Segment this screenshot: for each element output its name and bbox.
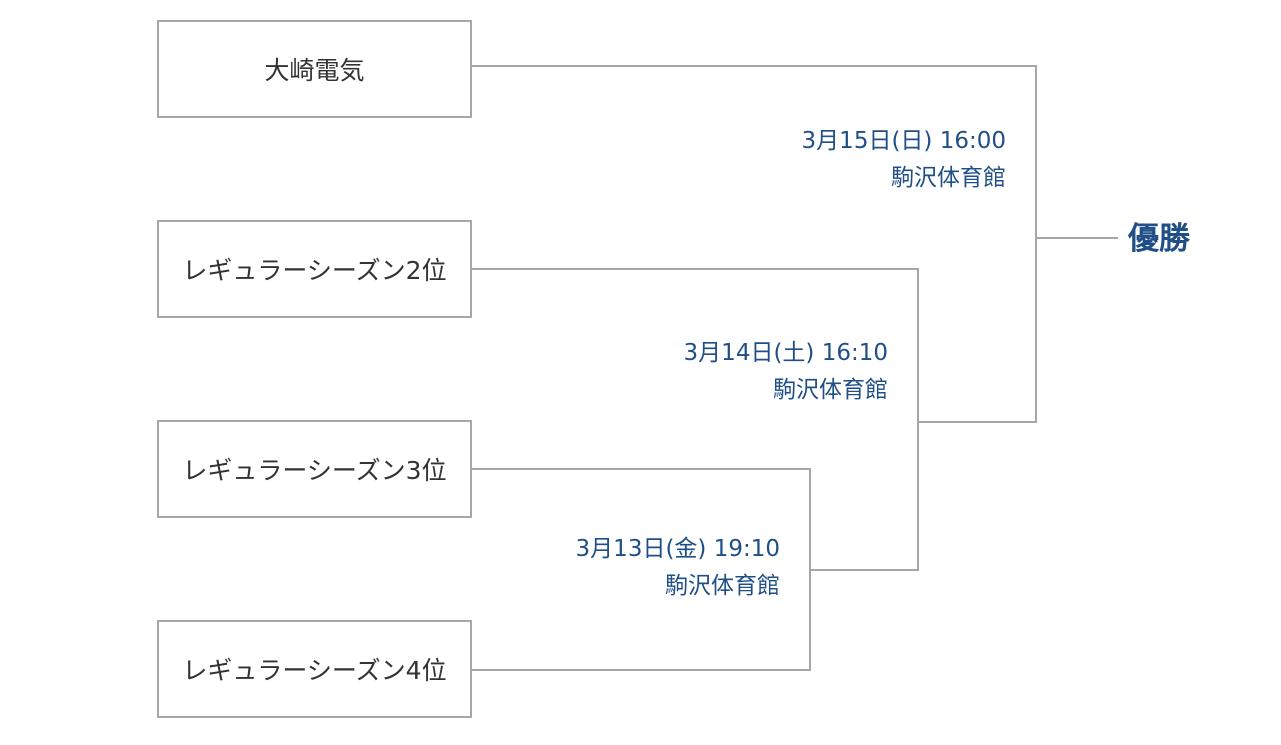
- team-box-seed-3: レギュラーシーズン3位: [157, 420, 472, 518]
- team-box-seed-1: 大崎電気: [157, 20, 472, 118]
- team-name: レギュラーシーズン4位: [182, 656, 447, 685]
- final-connector: [471, 65, 1037, 423]
- team-name: レギュラーシーズン3位: [182, 456, 447, 485]
- match-venue: 駒沢体育館: [773, 377, 888, 403]
- match-venue: 駒沢体育館: [891, 165, 1006, 191]
- match-2-connector: [471, 268, 919, 571]
- champion-label: 優勝: [1128, 221, 1190, 257]
- match-info-final: 3月15日(日) 16:00 駒沢体育館: [802, 123, 1006, 197]
- team-name: レギュラーシーズン2位: [182, 256, 447, 285]
- team-box-seed-4: レギュラーシーズン4位: [157, 620, 472, 718]
- match-info-first-round: 3月13日(金) 19:10 駒沢体育館: [576, 531, 780, 605]
- match-date: 3月14日(土) 16:10: [683, 340, 888, 366]
- match-info-semifinal: 3月14日(土) 16:10 駒沢体育館: [684, 335, 888, 409]
- match-date: 3月15日(日) 16:00: [801, 128, 1006, 154]
- team-name: 大崎電気: [264, 56, 365, 85]
- team-box-seed-2: レギュラーシーズン2位: [157, 220, 472, 318]
- match-date: 3月13日(金) 19:10: [575, 536, 780, 562]
- match-venue: 駒沢体育館: [665, 573, 780, 599]
